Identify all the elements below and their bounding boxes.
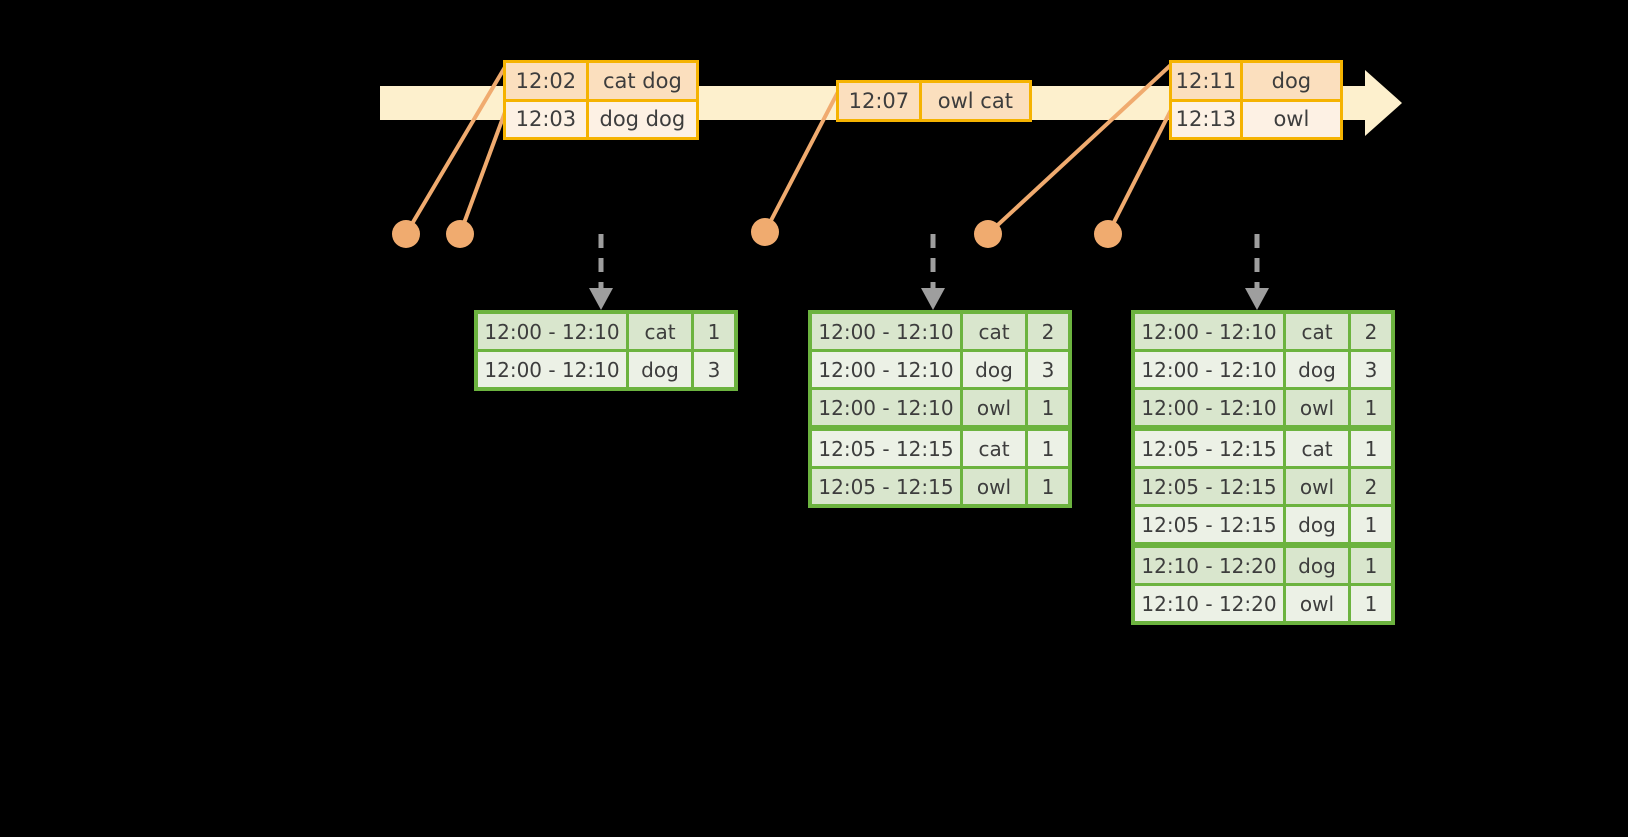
event-value: dog dog	[588, 101, 696, 137]
table-row: 12:10 - 12:20 owl 1	[1135, 586, 1391, 621]
word-count: 2	[1351, 314, 1391, 349]
window-range: 12:00 - 12:10	[478, 352, 626, 387]
word-key: dog	[963, 352, 1025, 387]
word-count: 1	[1028, 469, 1068, 504]
table-row: 12:00 - 12:10 owl 1	[812, 390, 1068, 425]
table-row: 12:00 - 12:10 dog 3	[1135, 352, 1391, 387]
table-row: 12:05 - 12:15 owl 1	[812, 469, 1068, 504]
table-row: 12:00 - 12:10 dog 3	[478, 352, 734, 387]
window-range: 12:05 - 12:15	[812, 469, 960, 504]
word-count: 1	[1028, 390, 1068, 425]
connector-line-5	[1106, 103, 1176, 235]
word-count: 2	[1028, 314, 1068, 349]
window-range: 12:00 - 12:10	[812, 352, 960, 387]
dashed-arrow-3-head	[1245, 288, 1269, 310]
event-time: 12:03	[506, 101, 589, 137]
result-table-2: 12:00 - 12:10 cat 2 12:00 - 12:10 dog 3 …	[808, 310, 1072, 508]
event-value: owl	[1242, 101, 1340, 137]
word-count: 3	[694, 352, 734, 387]
event-row[interactable]: 12:03 dog dog	[506, 98, 696, 137]
connector-dot-2	[446, 220, 474, 248]
word-key: owl	[963, 390, 1025, 425]
window-range: 12:10 - 12:20	[1135, 548, 1283, 583]
window-range: 12:10 - 12:20	[1135, 586, 1283, 621]
word-key: owl	[1286, 586, 1348, 621]
event-time: 12:11	[1172, 63, 1243, 99]
event-group-1[interactable]: 12:02 cat dog 12:03 dog dog	[503, 60, 699, 140]
dashed-arrow-1-head	[589, 288, 613, 310]
event-row[interactable]: 12:13 owl	[1172, 98, 1340, 137]
event-value: owl cat	[921, 83, 1029, 119]
word-count: 1	[1351, 431, 1391, 466]
connector-line-2	[458, 103, 510, 235]
connector-dot-4	[974, 220, 1002, 248]
word-key: owl	[1286, 390, 1348, 425]
time-axis-arrowhead	[1365, 70, 1402, 136]
word-key: dog	[1286, 352, 1348, 387]
window-range: 12:00 - 12:10	[478, 314, 626, 349]
table-row: 12:05 - 12:15 cat 1	[1135, 431, 1391, 466]
result-table-1: 12:00 - 12:10 cat 1 12:00 - 12:10 dog 3	[474, 310, 738, 391]
word-count: 3	[1351, 352, 1391, 387]
window-range: 12:00 - 12:10	[812, 390, 960, 425]
window-range: 12:05 - 12:15	[1135, 507, 1283, 542]
window-range: 12:05 - 12:15	[1135, 469, 1283, 504]
result-table-3: 12:00 - 12:10 cat 2 12:00 - 12:10 dog 3 …	[1131, 310, 1395, 625]
event-row[interactable]: 12:07 owl cat	[839, 83, 1029, 119]
word-count: 1	[1351, 586, 1391, 621]
word-count: 2	[1351, 469, 1391, 504]
word-key: cat	[963, 431, 1025, 466]
word-key: dog	[629, 352, 691, 387]
table-row: 12:05 - 12:15 owl 2	[1135, 469, 1391, 504]
event-time: 12:07	[839, 83, 922, 119]
table-row: 12:00 - 12:10 cat 2	[1135, 314, 1391, 349]
word-key: cat	[963, 314, 1025, 349]
word-key: owl	[963, 469, 1025, 504]
event-row[interactable]: 12:11 dog	[1172, 63, 1340, 99]
table-row: 12:00 - 12:10 cat 2	[812, 314, 1068, 349]
window-range: 12:00 - 12:10	[812, 314, 960, 349]
connector-dot-3	[751, 218, 779, 246]
word-count: 1	[1351, 390, 1391, 425]
event-row[interactable]: 12:02 cat dog	[506, 63, 696, 99]
word-count: 1	[1351, 507, 1391, 542]
window-range: 12:05 - 12:15	[812, 431, 960, 466]
connector-dot-1	[392, 220, 420, 248]
connector-dot-5	[1094, 220, 1122, 248]
table-row: 12:05 - 12:15 cat 1	[812, 431, 1068, 466]
window-range: 12:00 - 12:10	[1135, 352, 1283, 387]
word-key: dog	[1286, 548, 1348, 583]
word-count: 1	[694, 314, 734, 349]
word-count: 1	[1028, 431, 1068, 466]
word-key: cat	[629, 314, 691, 349]
table-row: 12:00 - 12:10 cat 1	[478, 314, 734, 349]
window-range: 12:00 - 12:10	[1135, 390, 1283, 425]
dashed-arrow-2-head	[921, 288, 945, 310]
word-count: 1	[1351, 548, 1391, 583]
event-value: cat dog	[588, 63, 696, 99]
word-key: cat	[1286, 314, 1348, 349]
word-count: 3	[1028, 352, 1068, 387]
table-row: 12:05 - 12:15 dog 1	[1135, 507, 1391, 542]
table-row: 12:00 - 12:10 owl 1	[1135, 390, 1391, 425]
word-key: dog	[1286, 507, 1348, 542]
window-range: 12:05 - 12:15	[1135, 431, 1283, 466]
word-key: owl	[1286, 469, 1348, 504]
event-value: dog	[1242, 63, 1340, 99]
table-row: 12:10 - 12:20 dog 1	[1135, 548, 1391, 583]
word-key: cat	[1286, 431, 1348, 466]
event-time: 12:02	[506, 63, 589, 99]
event-time: 12:13	[1172, 101, 1243, 137]
window-range: 12:00 - 12:10	[1135, 314, 1283, 349]
event-group-3[interactable]: 12:11 dog 12:13 owl	[1169, 60, 1343, 140]
table-row: 12:00 - 12:10 dog 3	[812, 352, 1068, 387]
event-group-2[interactable]: 12:07 owl cat	[836, 80, 1032, 122]
